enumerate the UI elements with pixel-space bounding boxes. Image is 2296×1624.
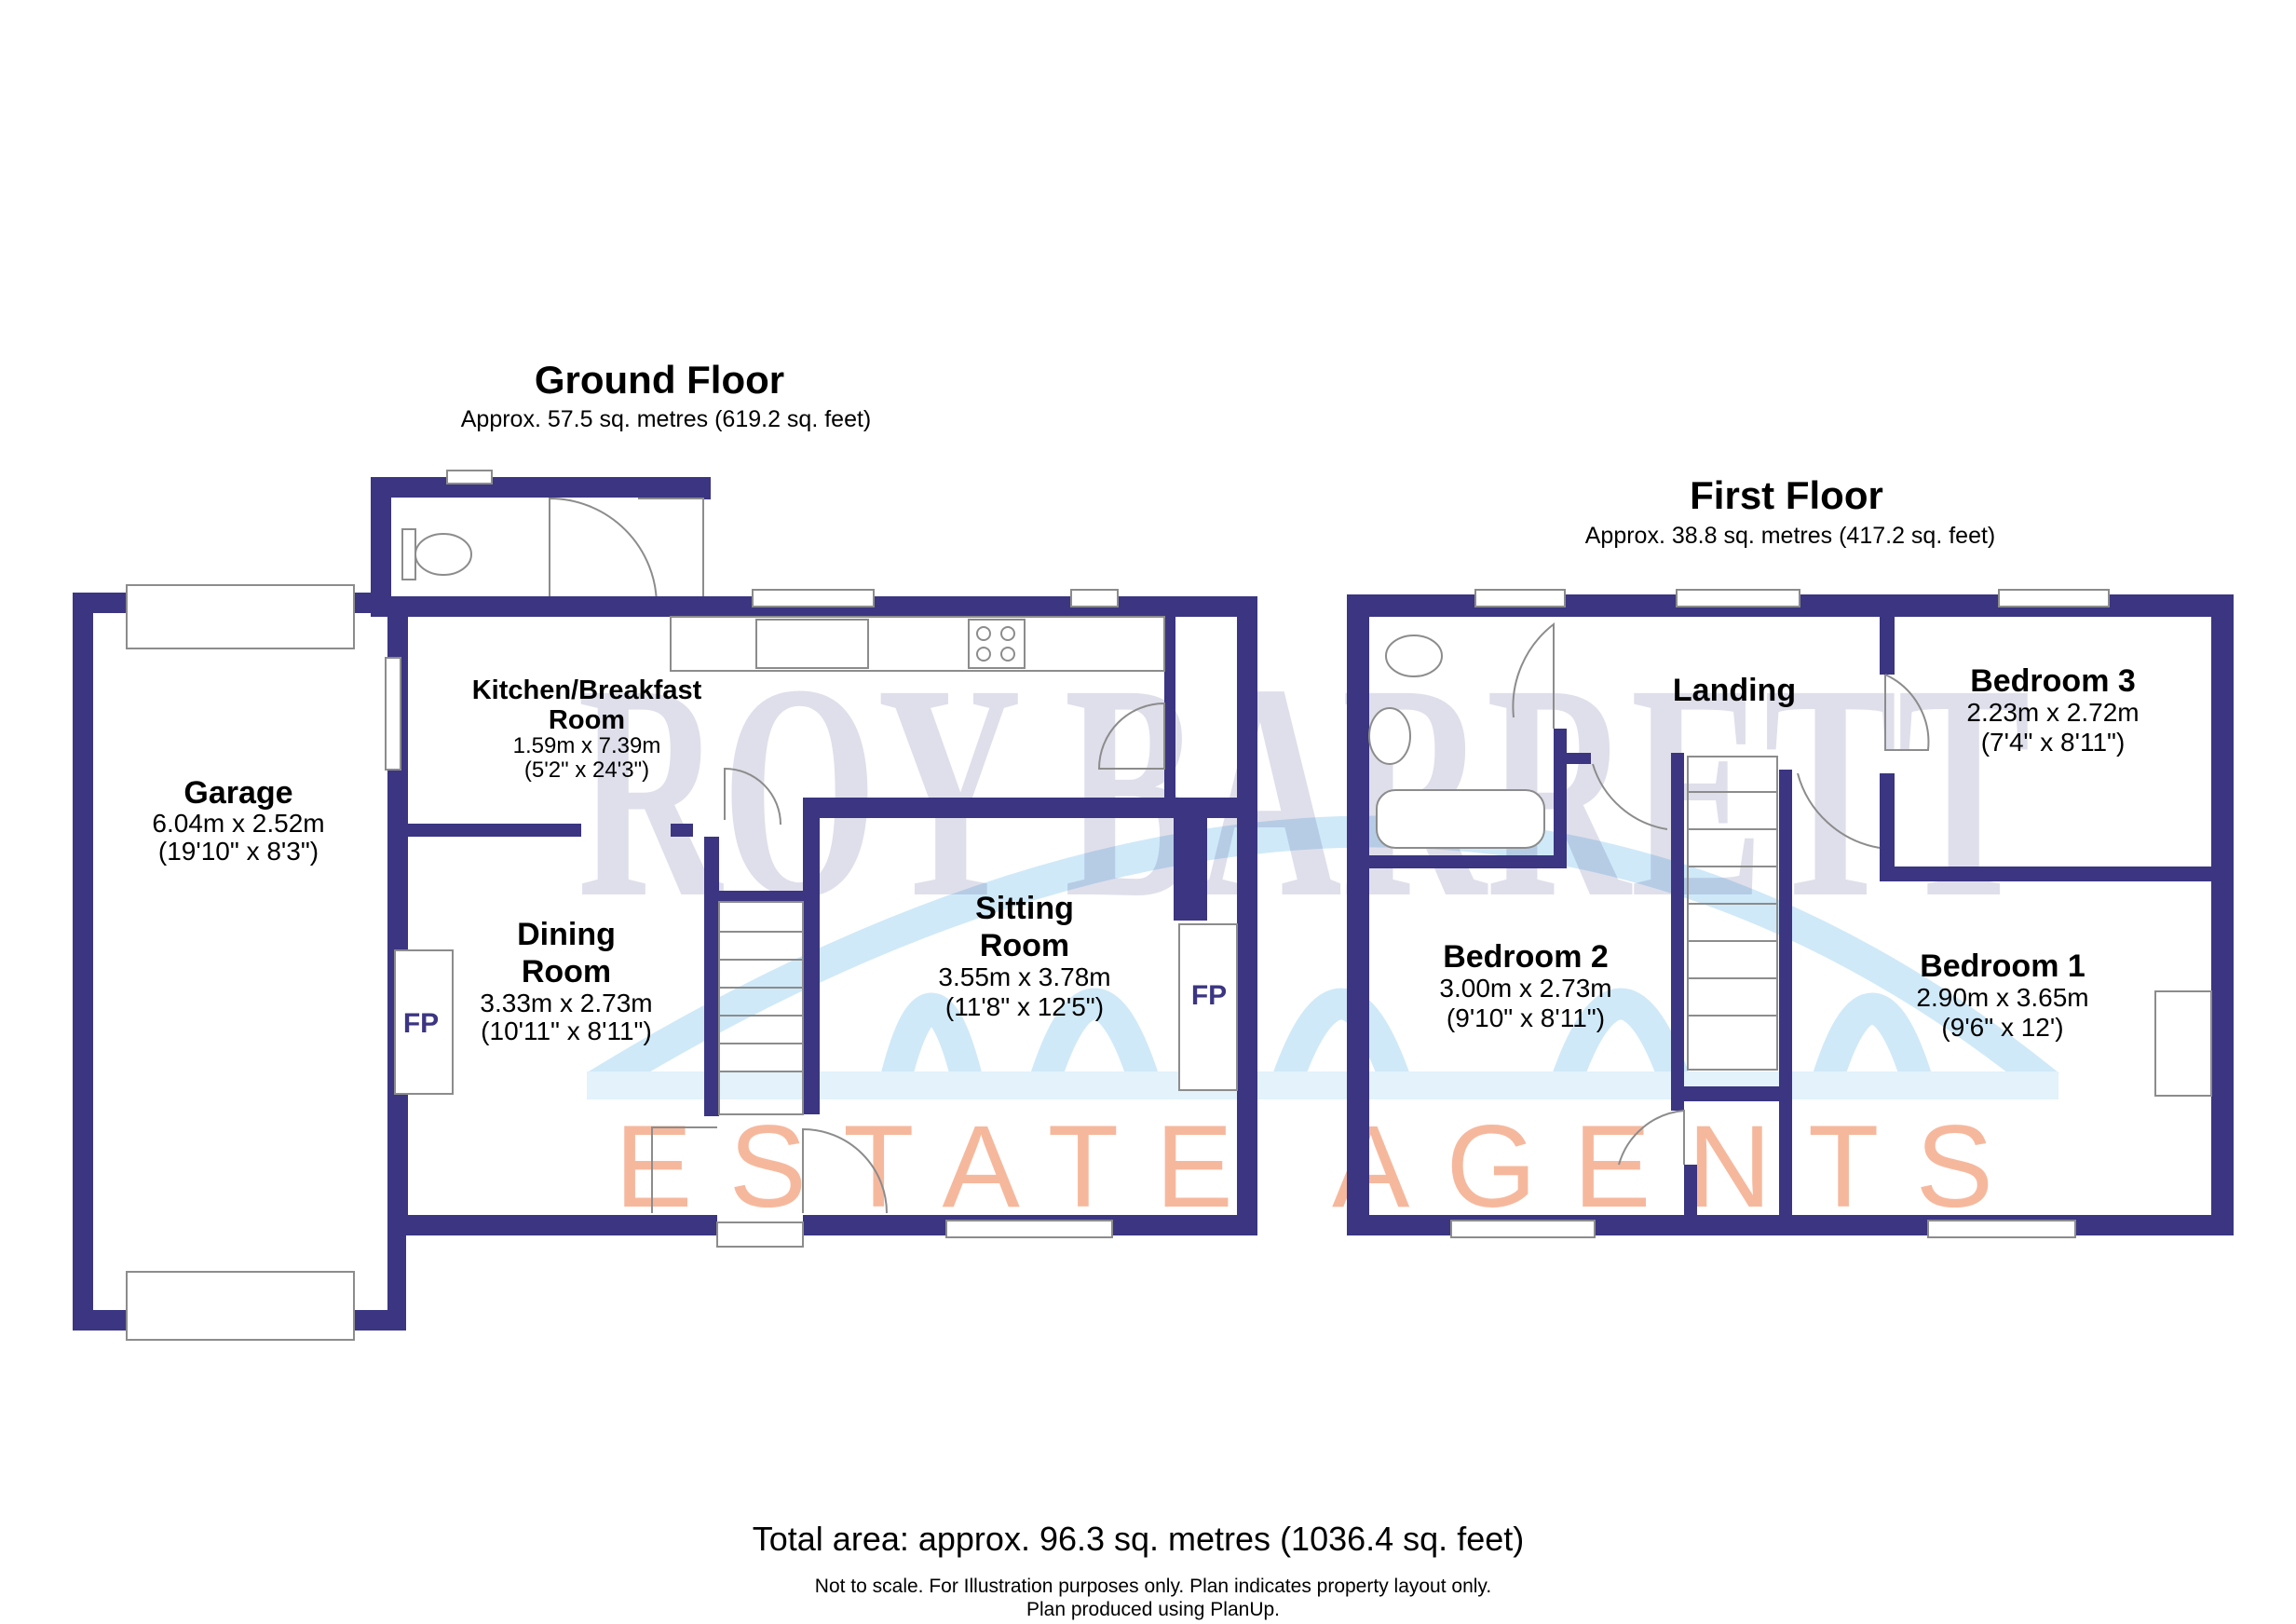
ground-floor-area: Approx. 57.5 sq. metres (619.2 sq. feet) xyxy=(461,406,872,432)
room-label-landing: Landing xyxy=(1673,673,1796,708)
landing-door-icon xyxy=(1618,1109,1685,1166)
first-floor-title: First Floor xyxy=(1690,473,1883,517)
bathroom-door-icon xyxy=(1512,621,1555,729)
ground-stairs-icon xyxy=(718,901,804,1115)
kitchen-hob-icon xyxy=(968,619,1026,669)
room-name-line2: Room xyxy=(549,705,625,735)
sitting-window xyxy=(945,1220,1113,1238)
first-floor-area: Approx. 38.8 sq. metres (417.2 sq. feet) xyxy=(1585,523,1996,549)
room-imperial: (9'10" x 8'11") xyxy=(1447,1003,1605,1032)
room-name: Bedroom 3 xyxy=(1970,663,2136,699)
room-imperial: (19'10" x 8'3") xyxy=(158,837,319,866)
watermark: ROY BARRETT ESTATE AGENTS xyxy=(577,621,2059,1232)
ff-window-bath xyxy=(1474,589,1566,607)
room-imperial: (11'8" x 12'5") xyxy=(945,992,1104,1021)
wc-toilet-icon xyxy=(401,528,472,580)
room-label-garage: Garage 6.04m x 2.52m (19'10" x 8'3") xyxy=(152,775,324,866)
garage-door-bottom xyxy=(126,1271,355,1341)
ground-floor: Ground Floor Approx. 57.5 sq. metres (61… xyxy=(73,358,1257,1341)
room-metric: 3.33m x 2.73m xyxy=(480,989,652,1017)
room-name: Bedroom 2 xyxy=(1443,939,1609,975)
room-imperial: (5'2" x 24'3") xyxy=(524,757,649,783)
wc-door-icon xyxy=(549,497,704,607)
footer: Total area: approx. 96.3 sq. metres (103… xyxy=(753,1520,1524,1620)
bedroom3-door-icon xyxy=(1884,674,1930,751)
watermark-brand: ROY BARRETT xyxy=(577,621,2031,962)
ff-window-bed1 xyxy=(1927,1220,2076,1238)
front-door-icon xyxy=(651,1126,888,1248)
bedroom1-wardrobe xyxy=(2154,990,2212,1097)
sitting-fireplace-label: FP xyxy=(1191,980,1227,1011)
ff-window-landing xyxy=(1676,589,1800,607)
kitchen-window-1 xyxy=(752,589,875,607)
toilet-icon xyxy=(1385,635,1443,677)
wc-window xyxy=(446,470,493,484)
watermark-arcs xyxy=(588,815,2059,1099)
garage-walls xyxy=(73,593,406,1331)
kitchen-side-window xyxy=(385,657,401,771)
ground-main-walls xyxy=(387,596,1257,1235)
room-name: Bedroom 1 xyxy=(1920,948,2085,984)
room-name-line1: Kitchen/Breakfast xyxy=(472,676,702,705)
room-name-line1: Sitting xyxy=(975,891,1074,926)
room-imperial: (7'4" x 8'11") xyxy=(1981,728,2126,757)
room-label-bedroom3: Bedroom 3 2.23m x 2.72m (7'4" x 8'11") xyxy=(1966,663,2139,757)
room-metric: 3.00m x 2.73m xyxy=(1439,974,1611,1003)
first-stairs-icon xyxy=(1687,756,1778,1071)
ff-window-bed3 xyxy=(1998,589,2110,607)
sitting-fireplace xyxy=(1178,923,1238,1091)
first-floor: First Floor Approx. 38.8 sq. metres (417… xyxy=(1347,473,2234,1238)
kitchen-sink-icon xyxy=(755,619,869,669)
room-imperial: (10'11" x 8'11") xyxy=(481,1017,652,1045)
room-name-line2: Room xyxy=(980,928,1069,963)
room-label-sitting: Sitting Room 3.55m x 3.78m (11'8" x 12'5… xyxy=(938,891,1110,1021)
room-label-bedroom2: Bedroom 2 3.00m x 2.73m (9'10" x 8'11") xyxy=(1439,939,1611,1032)
room-metric: 6.04m x 2.52m xyxy=(152,809,324,838)
kitchen-worktop xyxy=(670,616,1165,672)
garage-door-top xyxy=(126,584,355,649)
kitchen-window-2 xyxy=(1070,589,1119,607)
ground-floor-title: Ground Floor xyxy=(535,358,784,402)
dining-fireplace-label: FP xyxy=(403,1008,439,1039)
room-metric: 3.55m x 3.78m xyxy=(938,962,1110,991)
room-metric: 1.59m x 7.39m xyxy=(513,733,661,758)
bedroom2-door-icon xyxy=(1592,763,1668,830)
total-area: Total area: approx. 96.3 sq. metres (103… xyxy=(753,1520,1524,1558)
room-label-bedroom1: Bedroom 1 2.90m x 3.65m (9'6" x 12') xyxy=(1916,948,2088,1042)
bedroom1-door-icon xyxy=(1797,772,1881,849)
kitchen-door-icon xyxy=(1097,702,1165,770)
watermark-band xyxy=(587,1071,2058,1099)
room-metric: 2.90m x 3.65m xyxy=(1916,983,2088,1012)
room-imperial: (9'6" x 12') xyxy=(1941,1013,2063,1042)
room-name: Garage xyxy=(183,775,292,811)
room-name-line1: Dining xyxy=(517,917,616,952)
disclaimer-line1: Not to scale. For Illustration purposes … xyxy=(815,1576,1491,1597)
room-label-kitchen: Kitchen/Breakfast Room 1.59m x 7.39m (5'… xyxy=(472,676,702,783)
dining-fireplace xyxy=(394,949,454,1095)
bath-icon xyxy=(1376,789,1545,849)
disclaimer-line2: Plan produced using PlanUp. xyxy=(1026,1599,1280,1620)
stair-door-icon xyxy=(724,767,781,826)
room-label-dining: Dining Room 3.33m x 2.73m (10'11" x 8'11… xyxy=(480,917,652,1045)
room-name-line2: Room xyxy=(522,954,611,989)
ff-window-bed2 xyxy=(1450,1220,1596,1238)
basin-icon xyxy=(1368,707,1411,765)
room-metric: 2.23m x 2.72m xyxy=(1966,698,2139,727)
